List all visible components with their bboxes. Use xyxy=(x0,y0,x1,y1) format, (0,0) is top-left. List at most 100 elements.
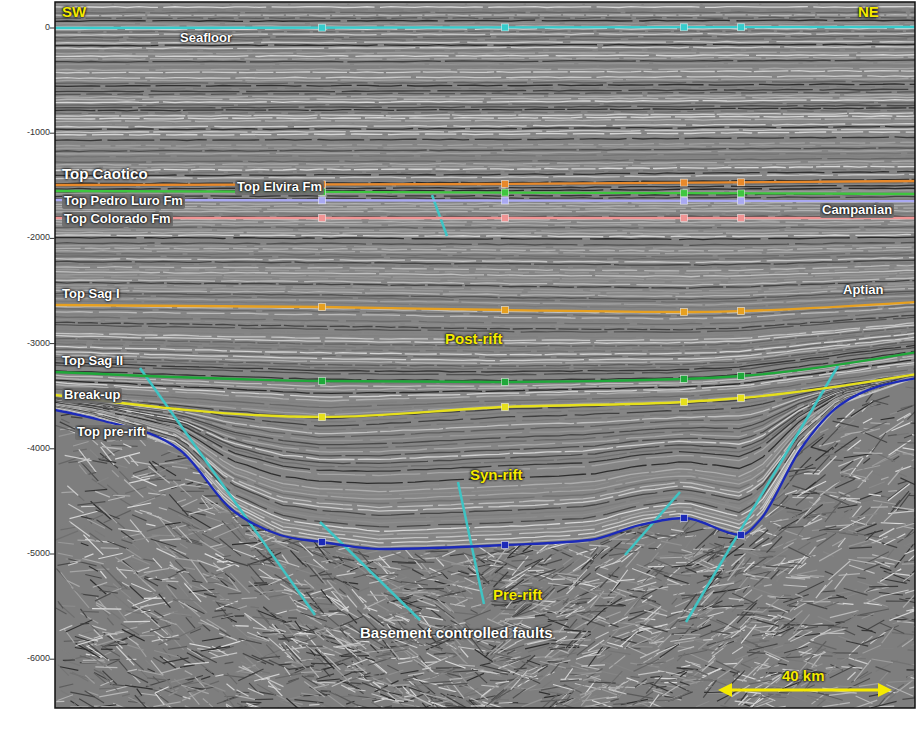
reflector-fragment xyxy=(144,639,152,641)
reflector-fragment xyxy=(70,673,94,680)
reflector xyxy=(55,23,915,25)
reflector-fragment xyxy=(130,586,144,599)
reflector-fragment xyxy=(71,587,89,608)
reflector xyxy=(55,17,915,18)
reflector-fragment xyxy=(745,692,761,694)
reflector-fragment xyxy=(490,680,506,682)
reflector-fragment xyxy=(342,624,363,635)
reflector-fragment xyxy=(785,490,797,494)
reflector-fragment xyxy=(884,506,900,522)
reflector-fragment xyxy=(235,695,257,700)
reflector xyxy=(55,137,915,141)
reflector-fragment xyxy=(887,549,894,558)
reflector xyxy=(55,87,915,90)
reflector-fragment xyxy=(429,649,441,652)
reflector xyxy=(55,49,915,51)
reflector xyxy=(55,293,915,302)
reflector-fragment xyxy=(58,665,69,676)
reflector-fragment xyxy=(842,629,855,635)
reflector-fragment xyxy=(227,673,237,684)
reflector-fragment xyxy=(647,542,656,546)
reflector-fragment xyxy=(178,526,191,539)
reflector-fragment xyxy=(628,647,647,655)
reflector xyxy=(55,100,915,103)
reflector xyxy=(55,242,915,245)
reflector-fragment xyxy=(890,491,909,513)
reflector-fragment xyxy=(160,667,184,674)
reflector-fragment xyxy=(891,422,912,431)
reflector-fragment xyxy=(485,689,507,706)
reflector-fragment xyxy=(775,627,787,632)
reflector-fragment xyxy=(600,539,609,543)
reflector-fragment xyxy=(425,643,437,654)
reflector-fragment xyxy=(548,692,564,694)
reflector-fragment xyxy=(527,660,540,665)
reflector-fragment xyxy=(119,581,128,589)
reflector-fragment xyxy=(341,695,359,696)
reflector-fragment xyxy=(159,641,167,643)
reflector-fragment xyxy=(791,610,803,620)
reflector-fragment xyxy=(188,529,211,531)
reflector-fragment xyxy=(199,488,209,490)
reflector-fragment xyxy=(478,546,497,559)
reflector-fragment xyxy=(782,481,798,482)
reflector-fragment xyxy=(880,672,888,681)
reflector-fragment xyxy=(539,692,550,694)
reflector-fragment xyxy=(672,598,677,604)
reflector xyxy=(55,113,915,116)
reflector-fragment xyxy=(613,703,627,705)
basement-ground xyxy=(55,370,915,708)
reflector-fragment xyxy=(133,469,148,474)
reflector-fragment xyxy=(829,561,851,580)
reflector-fragment xyxy=(170,613,190,615)
reflector-fragment xyxy=(167,574,183,581)
reflector-fragment xyxy=(185,671,193,675)
reflector-fragment xyxy=(249,581,270,600)
reflector-fragment xyxy=(451,572,461,575)
reflector-fragment xyxy=(895,433,909,435)
reflector xyxy=(55,224,915,225)
reflector-fragment xyxy=(146,660,166,679)
reflector-fragment xyxy=(398,661,413,664)
reflector xyxy=(55,219,915,220)
reflector-fragment xyxy=(181,485,200,487)
reflector-fragment xyxy=(58,601,63,608)
reflector-fragment xyxy=(169,494,188,516)
reflector-fragment xyxy=(206,572,225,578)
reflector-fragment xyxy=(389,614,410,621)
reflector-fragment xyxy=(871,506,888,508)
reflector xyxy=(55,84,915,87)
reflector-fragment xyxy=(217,603,240,610)
reflector-fragment xyxy=(832,540,843,546)
reflector-fragment xyxy=(904,545,914,550)
reflector-fragment xyxy=(540,589,555,606)
reflector-fragment xyxy=(359,597,366,603)
reflector-fragment xyxy=(542,681,552,688)
reflector-fragment xyxy=(735,650,761,660)
reflector-fragment xyxy=(172,466,188,468)
reflector-fragment xyxy=(131,561,153,567)
reflector xyxy=(55,92,915,95)
reflector-fragment xyxy=(755,678,766,680)
reflector-fragment xyxy=(92,479,107,490)
reflector-fragment xyxy=(609,656,625,669)
reflector xyxy=(55,60,915,62)
reflector-fragment xyxy=(881,523,906,524)
reflector-fragment xyxy=(778,663,787,665)
reflector-fragment xyxy=(857,557,883,559)
reflector-fragment xyxy=(750,578,759,580)
reflector-fragment xyxy=(81,543,89,546)
reflector-fragment xyxy=(58,553,73,556)
reflector-fragment xyxy=(787,512,800,513)
reflector-fragment xyxy=(752,588,774,596)
reflector-fragment xyxy=(888,435,897,436)
reflector-fragment xyxy=(465,688,479,695)
reflector xyxy=(55,277,915,285)
reflector-fragment xyxy=(906,387,915,391)
reflector-fragment xyxy=(168,508,191,519)
reflector-fragment xyxy=(96,520,112,530)
reflector-fragment xyxy=(741,641,766,643)
reflector-fragment xyxy=(586,675,610,687)
reflector xyxy=(55,232,915,234)
